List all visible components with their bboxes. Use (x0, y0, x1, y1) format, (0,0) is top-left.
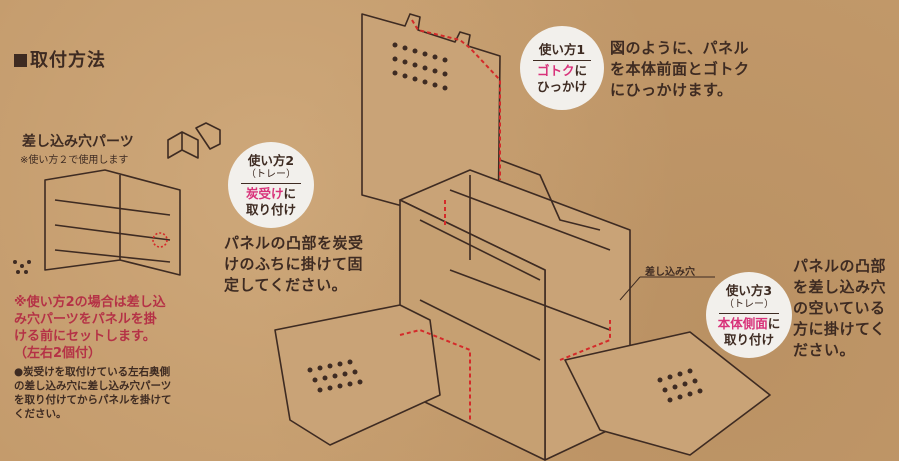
divider (532, 59, 592, 61)
slot-label: 差し込み穴 (645, 267, 695, 278)
desc-line: パネルの凸部を炭受 (224, 234, 364, 252)
usage2-suffix: に (283, 185, 297, 201)
desc-line: 定してください。 (224, 276, 348, 294)
section-heading: 取付方法 (14, 46, 106, 72)
red-note-line: み穴パーツをパネルを掛 (14, 312, 157, 327)
guide-lines (399, 19, 611, 420)
parts-note: ※使い方２で使用します (20, 155, 129, 166)
usage3-title: 使い方3 (725, 282, 773, 298)
usage1-suffix: に (574, 62, 588, 78)
panel-usage3 (564, 331, 771, 456)
red-note-line: （左右2個付） (14, 346, 102, 361)
insert-part-illustration (167, 122, 221, 159)
usage1-line2: ひっかけ (536, 78, 587, 94)
black-note-line: ください。 (14, 408, 67, 420)
usage2-line2: 取り付け (245, 201, 296, 217)
panel-usage2 (274, 304, 441, 446)
red-note-line: ※使い方2の場合は差し込 (14, 295, 166, 310)
desc-line: 方に掛けてく (793, 320, 886, 338)
usage3-description: パネルの凸部 を差し込み穴 の空いている 方に掛けてく ださい。 (793, 256, 886, 361)
desc-line: けのふちに掛けて固 (224, 255, 364, 273)
desc-line: パネルの凸部 (793, 257, 887, 275)
divider (240, 182, 302, 184)
usage1-highlight: ゴトク (536, 62, 575, 78)
desc-line: 図のように、パネル (610, 39, 750, 57)
usage3-bubble: 使い方3 （トレー） 本体側面に 取り付け (706, 272, 792, 358)
usage2-highlight: 炭受け (245, 185, 284, 201)
usage2-bubble: 使い方2 （トレー） 炭受けに 取り付け (228, 142, 314, 228)
red-note: ※使い方2の場合は差し込 み穴パーツをパネルを掛 ける前にセットします。 （左右… (14, 294, 204, 362)
usage2-description: パネルの凸部を炭受 けのふちに掛けて固 定してください。 (224, 233, 364, 296)
divider (718, 312, 780, 314)
insert-detail-illustration (44, 169, 181, 276)
desc-line: ださい。 (793, 341, 856, 359)
black-note-line: の差し込み穴に差し込み穴パーツ (14, 380, 172, 392)
heading-text: 取付方法 (30, 50, 106, 71)
desc-line: の空いている (793, 299, 886, 317)
red-note-line: ける前にセットします。 (14, 329, 156, 344)
usage1-title: 使い方1 (538, 41, 586, 57)
usage3-sub: （トレー） (724, 298, 774, 310)
desc-line: を本体前面とゴトク (610, 60, 750, 78)
usage1-description: 図のように、パネル を本体前面とゴトク にひっかけます。 (610, 38, 750, 101)
usage3-highlight: 本体側面 (717, 315, 768, 331)
panel-holes (13, 42, 703, 403)
usage2-sub: （トレー） (246, 168, 296, 180)
usage2-title: 使い方2 (247, 152, 295, 168)
desc-line: にひっかけます。 (610, 81, 733, 99)
usage1-bubble: 使い方1 ゴトクに ひっかけ (520, 26, 604, 110)
black-note: ●炭受けを取付けている左右奥側 の差し込み穴に差し込み穴パーツ を取り付けてから… (14, 365, 204, 421)
usage3-suffix: に (767, 315, 781, 331)
parts-title: 差し込み穴パーツ (22, 134, 134, 150)
square-bullet-icon (14, 54, 27, 67)
desc-line: を差し込み穴 (793, 278, 887, 296)
usage3-line2: 取り付け (723, 331, 774, 347)
black-note-line: を取り付けてからパネルを掛けて (14, 394, 172, 406)
black-note-line: ●炭受けを取付けている左右奥側 (14, 366, 171, 378)
